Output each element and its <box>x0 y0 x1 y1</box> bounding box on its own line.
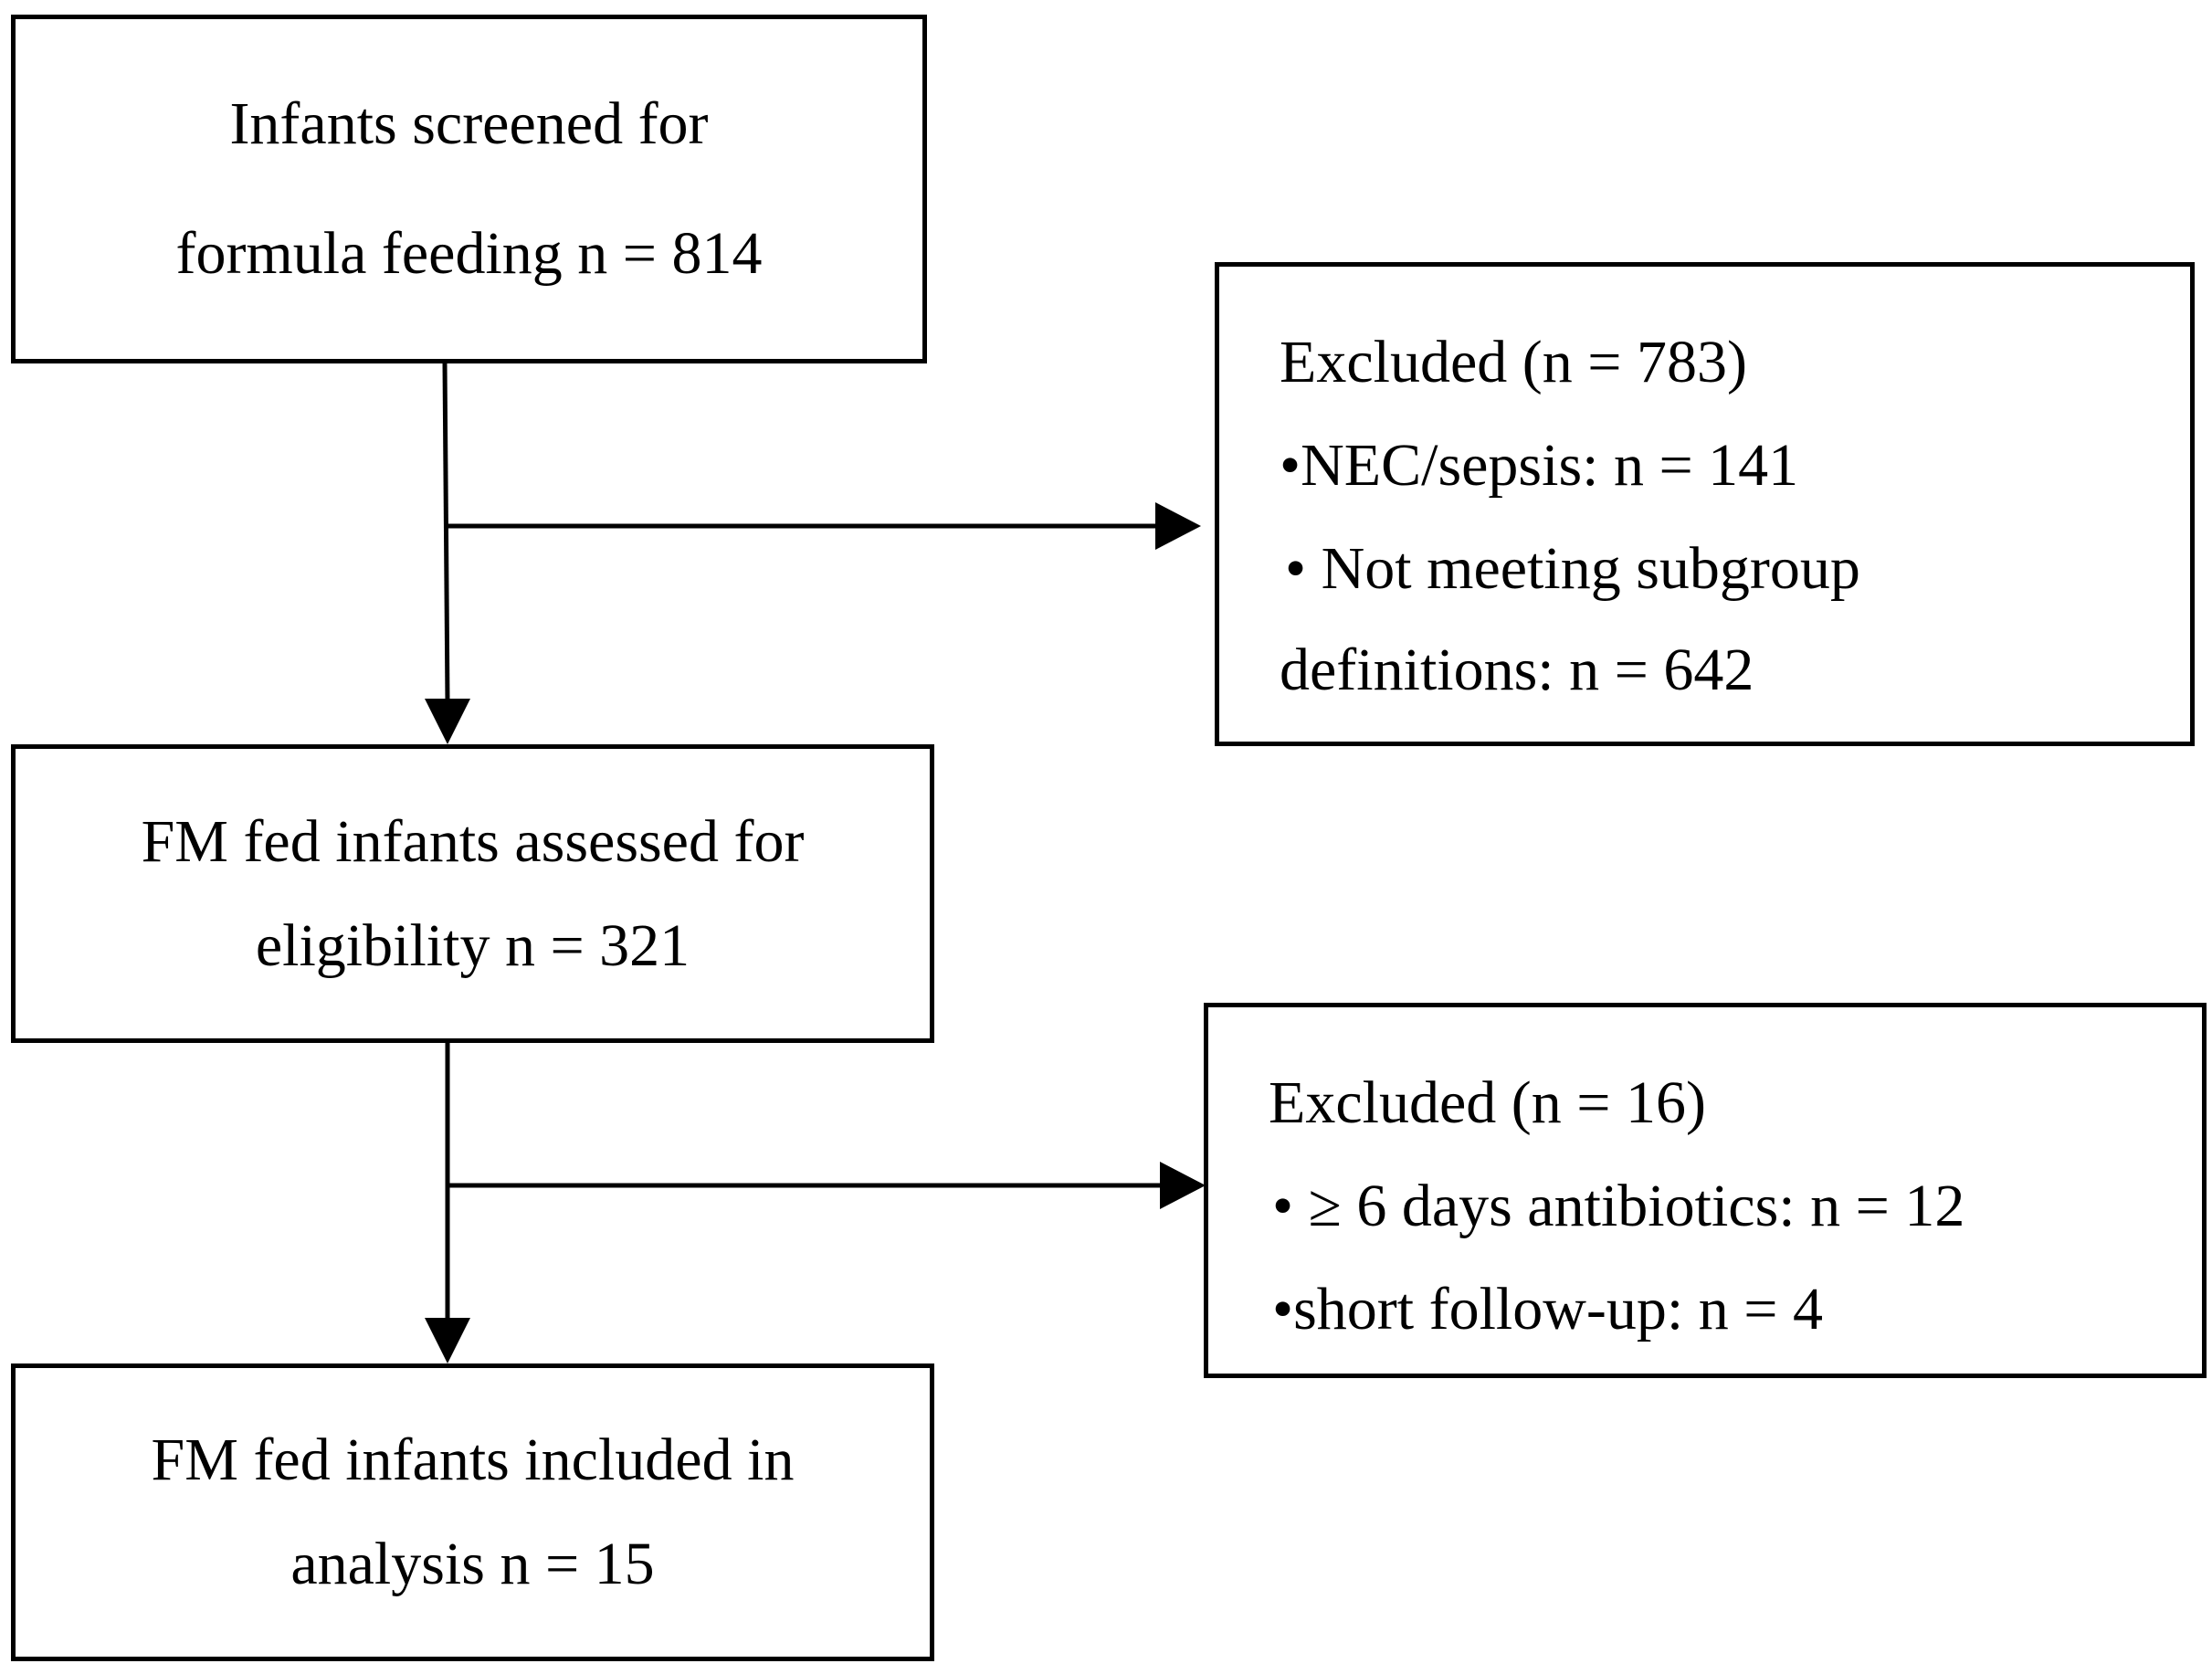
excluded-first-item-subgroup-cont: definitions: n = 642 <box>1280 637 1754 703</box>
excluded-second-item-antibiotics: • ≥ 6 days antibiotics: n = 12 <box>1272 1173 1965 1239</box>
excluded-second-title: Excluded (n = 16) <box>1269 1069 1706 1136</box>
arrow-down-to-included <box>425 1318 470 1363</box>
arrow-right-to-excluded-second <box>1160 1162 1206 1209</box>
connector-screened-to-assessed <box>442 363 450 704</box>
excluded-first-title: Excluded (n = 783) <box>1280 329 1747 395</box>
arrow-down-to-assessed <box>425 699 470 744</box>
box-infants-assessed: FM fed infants assessed for eligibility … <box>11 744 934 1043</box>
box-infants-included: FM fed infants included in analysis n = … <box>11 1363 934 1661</box>
included-line-2: analysis n = 15 <box>290 1531 655 1597</box>
screened-line-1: Infants screened for <box>229 90 709 157</box>
excluded-first-item-subgroup: • Not meeting subgroup <box>1285 535 1860 602</box>
excluded-first-item-nec-sepsis: •NEC/sepsis: n = 141 <box>1280 432 1799 499</box>
box-excluded-first: Excluded (n = 783) •NEC/sepsis: n = 141 … <box>1215 262 2195 746</box>
arrow-right-to-excluded-first <box>1155 502 1201 550</box>
box-excluded-second: Excluded (n = 16) • ≥ 6 days antibiotics… <box>1204 1003 2207 1378</box>
box-infants-screened: Infants screened for formula feeding n =… <box>11 15 927 363</box>
included-line-1: FM fed infants included in <box>151 1427 795 1493</box>
screened-line-2: formula feeding n = 814 <box>175 220 763 287</box>
assessed-line-1: FM fed infants assessed for <box>141 807 805 875</box>
assessed-line-2: eligibility n = 321 <box>255 911 690 979</box>
excluded-second-item-follow-up: •short follow-up: n = 4 <box>1272 1276 1823 1342</box>
